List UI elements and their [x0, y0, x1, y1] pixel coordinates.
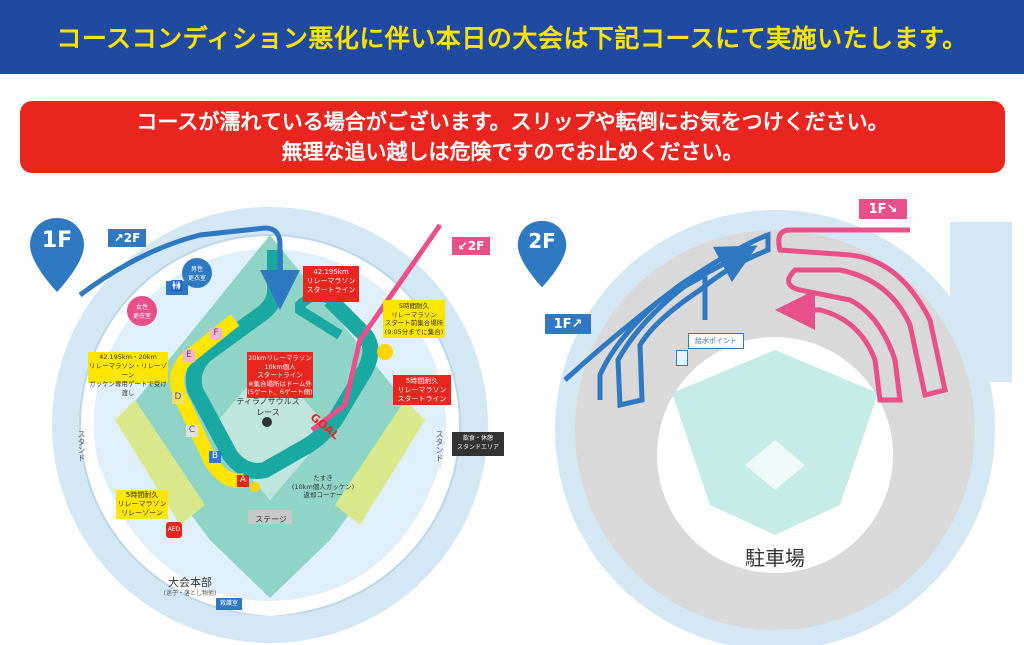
banner-text: コースコンディション悪化に伴い本日の大会は下記コースにて実施いたします。 — [56, 24, 968, 53]
outer-ring-1f — [52, 207, 488, 643]
relay-zone-42k-label: 42.195km・20km リレーマラソン・リレーゾーン ガッケン専用ゲートで受… — [88, 352, 168, 397]
stadium-ring-1f — [79, 234, 461, 616]
endurance5h-start-label: 5時間耐久 リレーマラソン スタートライン — [393, 375, 451, 405]
rest-area-label: 飲食・休憩 スタンドエリア — [452, 432, 504, 456]
infield-2f — [745, 440, 805, 490]
goal-label: GOAL — [307, 410, 342, 443]
gate-a: A — [237, 475, 249, 487]
arrow-down-left-icon: ↙ — [457, 239, 468, 253]
inner-ring-2f — [657, 337, 893, 573]
stage-label: ステージ — [255, 515, 287, 524]
endurance5h-relay-label: 5時間耐久 リレーマラソン リレーゾーン — [116, 490, 168, 519]
floor-pin-2f-label: 2F — [528, 229, 556, 253]
tasuki-label: たすき (10km個人ガッケン) 返却コーナー — [291, 474, 355, 499]
to-1f-left-label: 1F↗ — [545, 314, 591, 334]
assembly-dot — [377, 344, 393, 360]
to-1f-top-label: 1F↘ — [859, 199, 907, 219]
map-pin-icon — [30, 218, 84, 292]
course-blue-2f — [563, 231, 771, 409]
floor-pin-1f-label: 1F — [41, 228, 73, 253]
arrow-up-right-icon: ↗ — [571, 316, 583, 332]
toilet-icon: 🚻 — [166, 281, 188, 295]
map-pin-icon — [517, 220, 567, 288]
endurance-dot — [250, 482, 260, 492]
water-point-label: 給水ポイント — [688, 333, 744, 349]
top-banner: コースコンディション悪化に伴い本日の大会は下記コースにて実施いたします。 — [0, 0, 1024, 74]
stand-left-label: スタンド — [77, 430, 86, 462]
gate-e: E — [183, 350, 195, 362]
hq-sub-label: (迷子・落とし物他) — [163, 590, 217, 597]
outer-ring-2f — [555, 210, 995, 645]
first-aid-label: 救護室 — [216, 598, 242, 610]
start-20k-label: 20kmリレーマラソン 10km個人 スタートライン ※集合場所はドーム外 (5… — [247, 352, 313, 398]
gate-f: F — [210, 328, 222, 340]
floor-pin-2f: 2F — [516, 218, 568, 288]
to-2f-right-label: ↙2F — [452, 237, 490, 255]
warning-box: コースが濡れている場合がございます。スリップや転倒にお気をつけください。 無理な… — [20, 101, 1005, 173]
hq-label: 大会本部 — [168, 576, 212, 589]
parking-label: 駐車場 — [745, 546, 805, 570]
endurance5h-assembly-label: 5時間耐久 リレーマラソン スタート前集合場所 (9:05分までに集合) — [383, 300, 445, 338]
aed-icon: AED — [166, 522, 182, 538]
to-2f-left-label: ↗2F — [108, 229, 146, 247]
gate-b: B — [209, 451, 221, 463]
locker-female: 女性 更衣室 — [127, 296, 157, 326]
water-cup-icon — [676, 350, 688, 366]
start-42k-label: 42.195km リレーマラソン スタートライン — [303, 266, 359, 302]
gate-d: D — [172, 392, 184, 404]
stand-right-1f — [335, 400, 425, 525]
gate-c: C — [186, 425, 198, 437]
warning-line-2: 無理な追い越しは危険ですのでお止めください。 — [281, 140, 744, 164]
dino-race-label: ティラノサウルス レース — [236, 397, 300, 417]
mound-1f — [262, 417, 272, 427]
warning-line-1: コースが濡れている場合がございます。スリップや転倒にお気をつけください。 — [136, 110, 889, 134]
field-2f — [672, 350, 878, 535]
floor-pin-1f: 1F — [28, 216, 86, 292]
arrow-down-right-icon: ↘ — [886, 201, 898, 217]
stand-right-label: スタンド — [435, 430, 444, 462]
annex-2f — [950, 222, 1012, 382]
arrow-up-right-icon: ↗ — [113, 231, 124, 245]
course-pink-2f — [775, 227, 948, 403]
